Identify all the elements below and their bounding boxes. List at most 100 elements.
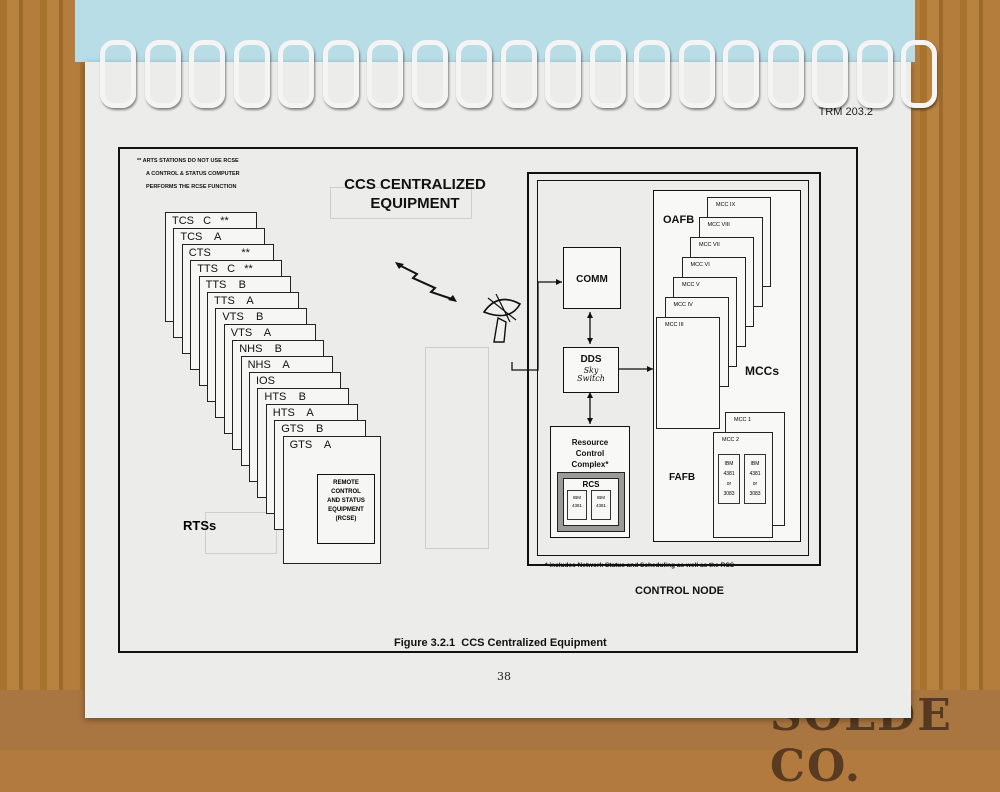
rcc-line: Resource bbox=[571, 438, 609, 447]
satellite-dish-icon bbox=[482, 293, 522, 343]
comm-box: COMM bbox=[563, 247, 621, 309]
control-node-label: CONTROL NODE bbox=[635, 585, 725, 597]
ibm-label: IBM bbox=[572, 495, 581, 500]
note-line: A CONTROL & STATUS COMPUTER bbox=[146, 171, 240, 177]
control-node-outer-frame bbox=[527, 172, 821, 566]
ibm-line: or bbox=[726, 481, 732, 487]
binding-ring bbox=[589, 40, 626, 108]
binding-ring bbox=[100, 40, 136, 108]
mcc-label: MCC 1 bbox=[734, 417, 752, 423]
rcse-note: ** ARTS STATIONS DO NOT USE RCSE A CONTR… bbox=[137, 155, 240, 194]
binding-ring bbox=[233, 40, 270, 108]
station-label: GTS A bbox=[289, 439, 332, 451]
station-label: TTS B bbox=[205, 279, 246, 291]
ibm-line: IBM bbox=[750, 461, 760, 467]
station-label: GTS B bbox=[281, 423, 324, 435]
control-node-inner-frame bbox=[537, 180, 809, 556]
binding-ring bbox=[545, 40, 581, 108]
binding-ring bbox=[500, 40, 537, 108]
mcc-label: MCC III bbox=[665, 322, 684, 328]
station-label: TCS C ** bbox=[172, 215, 229, 227]
binding-ring bbox=[812, 40, 848, 108]
ibm-line: 3083 bbox=[749, 491, 761, 497]
diagram-title: CCS CENTRALIZED EQUIPMENT bbox=[335, 175, 495, 213]
radio-link-icon bbox=[395, 262, 457, 302]
binding-ring bbox=[723, 40, 759, 108]
page-number: 38 bbox=[497, 670, 511, 683]
mcc-card: MCC III bbox=[656, 317, 720, 429]
ibm-line: 3083 bbox=[723, 491, 735, 497]
fafb-ibm-box: IBM 4381 or 3083 bbox=[718, 454, 740, 504]
rcs-label: RCS bbox=[582, 480, 600, 489]
binding-ring bbox=[634, 40, 670, 108]
ghost-box bbox=[330, 187, 472, 219]
rts-label: RTSs bbox=[183, 518, 217, 533]
document-id: TRM 203.2 bbox=[818, 106, 873, 118]
footnote: * includes Network Status and Scheduling… bbox=[545, 562, 735, 569]
ibm-model: 4381 bbox=[595, 503, 606, 508]
station-label: HTS B bbox=[264, 391, 306, 403]
station-label: HTS A bbox=[272, 407, 314, 419]
title-line: CCS CENTRALIZED bbox=[344, 176, 486, 193]
ibm-line: 4381 bbox=[749, 471, 761, 477]
mccs-label: MCCs bbox=[745, 364, 780, 378]
station-label: TTS A bbox=[214, 295, 254, 307]
mcc-label: MCC VI bbox=[690, 262, 710, 268]
mcc-label: MCC VIII bbox=[707, 222, 730, 228]
figure-caption: Figure 3.2.1 CCS Centralized Equipment bbox=[394, 637, 607, 649]
mcc-label: MCC IX bbox=[716, 202, 736, 208]
station-label: TTS C ** bbox=[197, 263, 253, 275]
handwritten-note: Sky Switch bbox=[577, 366, 605, 383]
station-label: NHS B bbox=[239, 343, 282, 355]
rcs-ibm-4381: IBM 4381 bbox=[567, 490, 587, 520]
mcc-label: MCC IV bbox=[673, 302, 693, 308]
ibm-line: 4381 bbox=[723, 471, 735, 477]
rcc-line: Complex* bbox=[571, 460, 609, 469]
title-line: EQUIPMENT bbox=[370, 195, 460, 212]
ibm-line: IBM bbox=[724, 461, 734, 467]
note-line: PERFORMS THE RCSE FUNCTION bbox=[146, 184, 237, 190]
ibm-line: or bbox=[752, 481, 758, 487]
binding-ring bbox=[189, 40, 225, 108]
binding-ring bbox=[901, 40, 937, 108]
fafb-label: FAFB bbox=[669, 472, 696, 483]
ghost-box bbox=[425, 347, 489, 549]
station-label: TCS A bbox=[180, 231, 222, 243]
binding-ring bbox=[456, 40, 492, 108]
dds-box: DDS Sky Switch bbox=[563, 347, 619, 393]
binding-ring bbox=[322, 40, 359, 108]
binding-ring bbox=[367, 40, 403, 108]
binding-ring bbox=[767, 40, 804, 108]
binding-ring bbox=[278, 40, 314, 108]
station-label: NHS A bbox=[247, 359, 290, 371]
binding-ring bbox=[411, 40, 448, 108]
rcse-line: (RCSE) bbox=[335, 516, 357, 522]
note-line: ** ARTS STATIONS DO NOT USE RCSE bbox=[137, 158, 239, 164]
connection-lines bbox=[511, 279, 653, 424]
station-label: VTS B bbox=[222, 311, 264, 323]
rcse-line: AND STATUS bbox=[327, 498, 365, 504]
mcc-label: MCC V bbox=[682, 282, 700, 288]
rcse-box: REMOTE CONTROL AND STATUS EQUIPMENT (RCS… bbox=[317, 474, 375, 544]
mcc-label: MCC 2 bbox=[722, 437, 740, 443]
manual-page: TRM 203.2 ** ARTS STATIONS DO NOT USE RC… bbox=[85, 62, 911, 718]
ibm-model: 4381 bbox=[571, 503, 582, 508]
binding-ring bbox=[678, 40, 715, 108]
figure-frame bbox=[118, 147, 858, 653]
comm-label: COMM bbox=[576, 274, 608, 285]
rcse-line: REMOTE bbox=[333, 480, 359, 486]
station-label: CTS ** bbox=[188, 247, 250, 259]
mcc-label: MCC VII bbox=[699, 242, 720, 248]
oafb-label: OAFB bbox=[663, 214, 695, 226]
rcs-ibm-4381: IBM 4381 bbox=[591, 490, 611, 520]
rcc-line: Control bbox=[575, 449, 605, 458]
dds-label: DDS bbox=[580, 354, 602, 365]
station-label: VTS A bbox=[230, 327, 272, 339]
rcse-line: CONTROL bbox=[331, 489, 361, 495]
ghost-box bbox=[205, 512, 277, 554]
station-label: IOS bbox=[256, 375, 275, 387]
binding-ring bbox=[144, 40, 181, 108]
binding-ring bbox=[856, 40, 893, 108]
fafb-ibm-box: IBM 4381 or 3083 bbox=[744, 454, 766, 504]
rcse-line: EQUIPMENT bbox=[328, 507, 364, 513]
